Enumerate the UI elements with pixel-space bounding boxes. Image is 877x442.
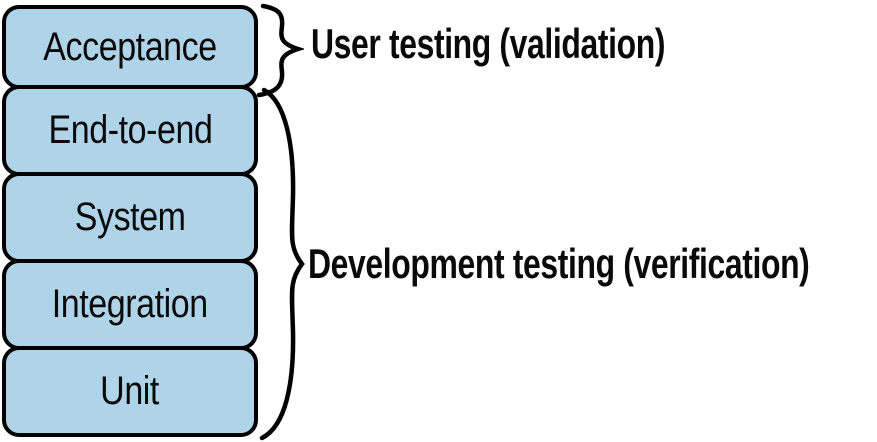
box-end-to-end-label: End-to-end bbox=[48, 108, 212, 152]
box-unit-label: Unit bbox=[100, 369, 160, 413]
box-acceptance: Acceptance bbox=[2, 5, 258, 89]
curly-brace-small-icon bbox=[256, 3, 304, 98]
box-integration-label: Integration bbox=[51, 282, 209, 326]
box-system-label: System bbox=[74, 195, 186, 239]
curly-brace-large-icon bbox=[259, 87, 305, 441]
box-integration: Integration bbox=[2, 259, 258, 350]
box-system: System bbox=[2, 172, 258, 263]
box-acceptance-label: Acceptance bbox=[43, 24, 217, 69]
group-label-user-testing: User testing (validation) bbox=[311, 19, 666, 67]
box-end-to-end: End-to-end bbox=[2, 85, 258, 176]
box-unit: Unit bbox=[2, 346, 258, 437]
group-label-development-testing: Development testing (verification) bbox=[308, 239, 810, 287]
